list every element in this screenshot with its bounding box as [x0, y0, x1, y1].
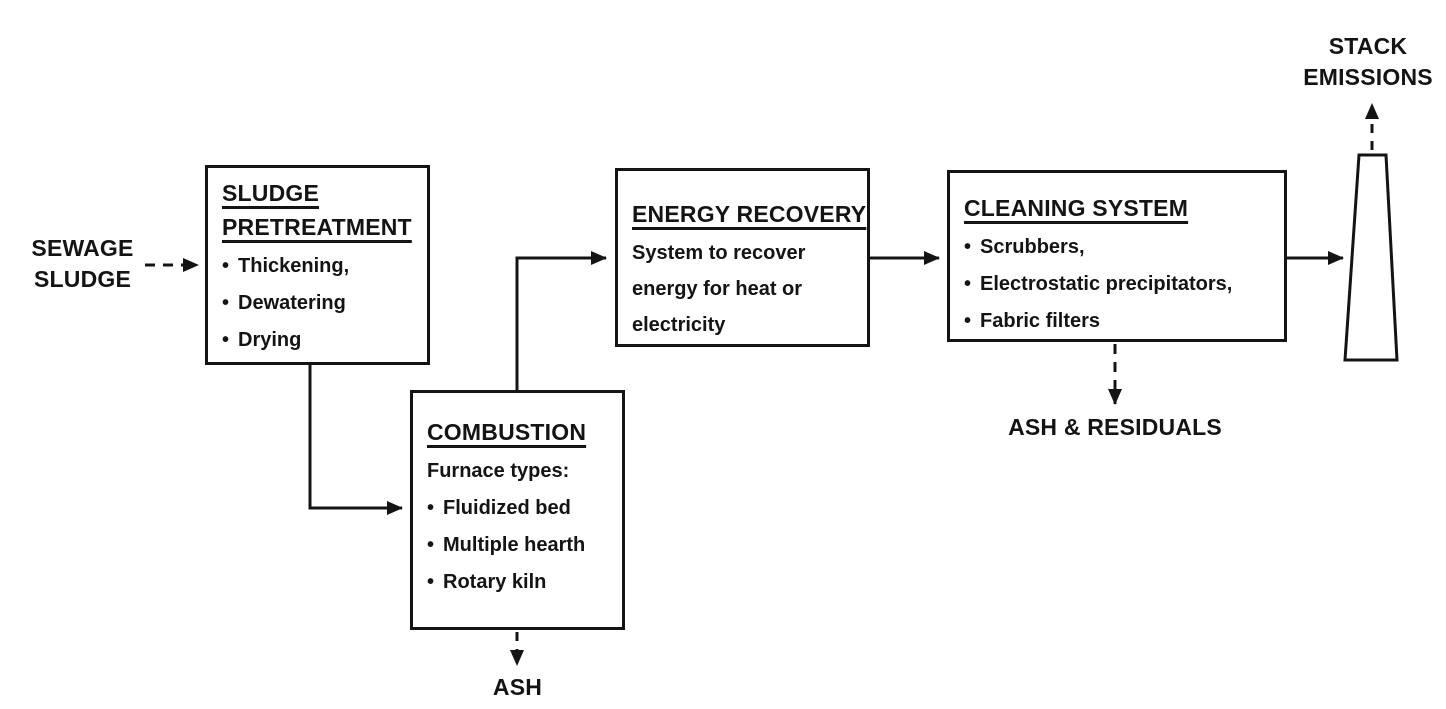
list-item: • Fabric filters [950, 303, 1284, 340]
list-item: • Thickening, [208, 248, 427, 285]
bullet-icon: • [427, 497, 435, 519]
cleaning-system-body: • Scrubbers, • Electrostatic precipitato… [950, 229, 1284, 340]
arrow-combustion-to-energy [515, 251, 607, 390]
stack-shape [1343, 153, 1399, 362]
bullet-icon: • [427, 534, 435, 556]
list-item: • Electrostatic precipitators, [950, 266, 1284, 303]
list-item-label: Scrubbers, [980, 236, 1085, 258]
stack-emissions-label: STACK EMISSIONS [1303, 33, 1433, 90]
cleaning-system-box: CLEANING SYSTEM • Scrubbers, • Electrost… [947, 170, 1287, 342]
list-item-label: Fabric filters [980, 310, 1101, 332]
list-item: • Rotary kiln [413, 564, 622, 601]
ash-label: ASH [492, 674, 543, 700]
energy-recovery-box: ENERGY RECOVERY System to recover energy… [615, 168, 870, 347]
pretreatment-box: SLUDGE PRETREATMENT • Thickening, • Dewa… [205, 165, 430, 365]
bullet-icon: • [964, 273, 972, 295]
energy-recovery-description: System to recover energy for heat or ele… [632, 242, 806, 336]
bullet-icon: • [964, 310, 972, 332]
pretreatment-body: • Thickening, • Dewatering • Drying [208, 248, 427, 359]
cleaning-system-title: CLEANING SYSTEM [964, 195, 1189, 221]
arrow-pretreatment-to-combustion [308, 365, 403, 515]
energy-recovery-body: System to recover energy for heat or ele… [618, 235, 867, 343]
list-item-label: Thickening, [238, 255, 350, 277]
bullet-icon: • [222, 255, 230, 277]
pretreatment-title: SLUDGE PRETREATMENT [222, 180, 412, 240]
bullet-icon: • [427, 571, 435, 593]
list-item: • Drying [208, 322, 427, 359]
list-item-label: Rotary kiln [443, 571, 547, 593]
combustion-title: COMBUSTION [427, 419, 587, 445]
sewage-sludge-label: SEWAGE SLUDGE [31, 235, 134, 292]
bullet-icon: • [222, 329, 230, 351]
list-item: • Scrubbers, [950, 229, 1284, 266]
list-item: • Fluidized bed [413, 490, 622, 527]
energy-recovery-title: ENERGY RECOVERY [632, 201, 867, 227]
combustion-subtitle: Furnace types: [427, 460, 570, 482]
list-item-label: Fluidized bed [443, 497, 571, 519]
list-item-label: Electrostatic precipitators, [980, 273, 1233, 295]
list-item-label: Drying [238, 329, 302, 351]
bullet-icon: • [964, 236, 972, 258]
list-item-label: Multiple hearth [443, 534, 586, 556]
combustion-box: COMBUSTION Furnace types: • Fluidized be… [410, 390, 625, 630]
bullet-icon: • [222, 292, 230, 314]
ash-residuals-label: ASH & RESIDUALS [1008, 414, 1222, 440]
list-item: • Multiple hearth [413, 527, 622, 564]
list-item-label: Dewatering [238, 292, 346, 314]
combustion-body: Furnace types: • Fluidized bed • Multipl… [413, 453, 622, 601]
list-item: • Dewatering [208, 285, 427, 322]
